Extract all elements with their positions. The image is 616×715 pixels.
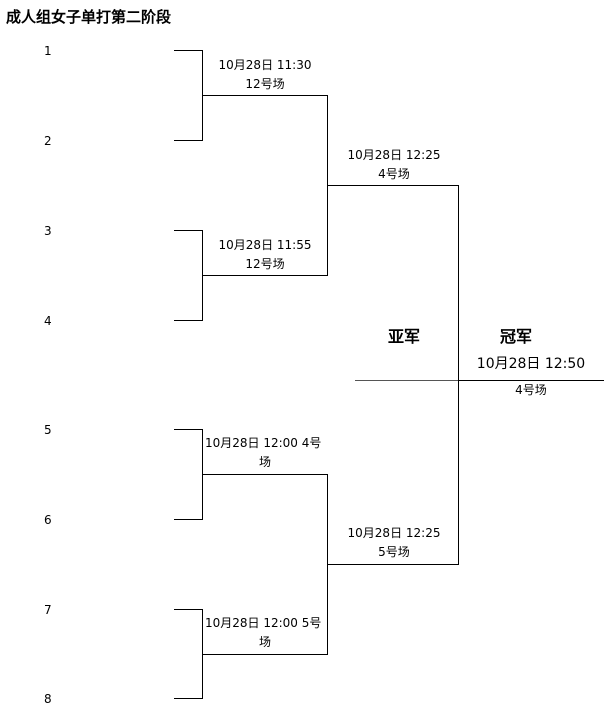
match-info: 10月28日 12:25 5号场 (332, 524, 456, 562)
match-time: 10月28日 12:00 4号 (205, 436, 322, 450)
final-time: 10月28日 12:50 (476, 356, 586, 372)
bracket-line (174, 320, 203, 321)
match-time: 10月28日 12:00 5号 (205, 616, 322, 630)
bracket-line (174, 50, 203, 51)
seed-label: 6 (44, 513, 52, 527)
bracket-line (174, 429, 203, 430)
match-time: 10月28日 11:55 (218, 238, 312, 252)
bracket-line (174, 519, 203, 520)
match-time: 10月28日 12:25 (347, 148, 441, 162)
bracket-line (174, 609, 203, 610)
match-time: 10月28日 12:25 (347, 526, 441, 540)
match-venue: 4号场 (378, 167, 410, 181)
match-info: 10月28日 11:30 12号场 (205, 56, 325, 94)
match-venue: 场 (259, 635, 272, 649)
seed-label: 7 (44, 603, 52, 617)
bracket-line (202, 275, 328, 276)
champion-line (458, 380, 604, 381)
seed-label: 3 (44, 224, 52, 238)
seed-label: 4 (44, 314, 52, 328)
seed-label: 5 (44, 423, 52, 437)
match-info: 10月28日 12:00 5号 场 (205, 614, 327, 652)
seed-label: 1 (44, 44, 52, 58)
runner-up-label: 亚军 (388, 327, 421, 346)
page-title: 成人组女子单打第二阶段 (6, 8, 172, 26)
bracket-line (174, 698, 203, 699)
bracket-line (202, 654, 328, 655)
match-venue: 场 (259, 455, 272, 469)
match-info: 10月28日 11:55 12号场 (205, 236, 325, 274)
seed-label: 2 (44, 134, 52, 148)
bracket-line (202, 474, 328, 475)
bracket-line (174, 140, 203, 141)
match-time: 10月28日 11:30 (218, 58, 312, 72)
match-venue: 12号场 (245, 257, 285, 271)
final-line (355, 380, 459, 381)
bracket-line (458, 185, 459, 565)
bracket-line (327, 564, 459, 565)
match-venue: 12号场 (245, 77, 285, 91)
match-venue: 5号场 (378, 545, 410, 559)
bracket-line (174, 230, 203, 231)
seed-label: 8 (44, 692, 52, 706)
champion-label: 冠军 (500, 327, 533, 346)
match-info: 10月28日 12:00 4号 场 (205, 434, 327, 472)
bracket-line (202, 95, 328, 96)
match-info: 10月28日 12:25 4号场 (332, 146, 456, 184)
bracket-line (327, 185, 459, 186)
final-venue: 4号场 (515, 383, 547, 397)
